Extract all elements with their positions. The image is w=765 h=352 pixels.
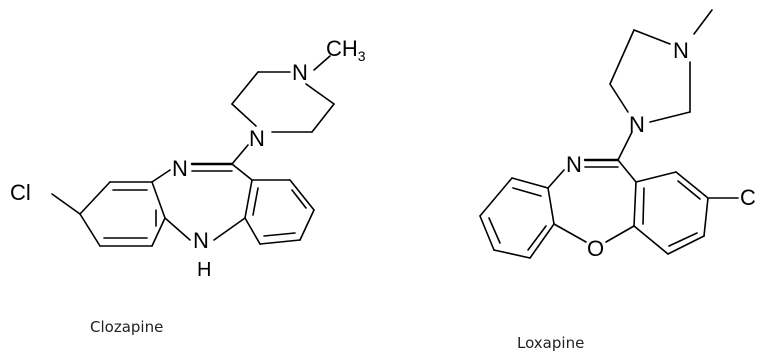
loxapine-piperazine-ring	[609, 29, 691, 123]
clozapine-diazepine-ring	[151, 162, 253, 241]
loxapine-caption: Loxapine	[517, 334, 585, 352]
clozapine-piperazine-ring	[231, 71, 335, 133]
loxapine-right-ring	[633, 171, 709, 255]
clozapine-piperazine-n1-label: N	[249, 126, 265, 151]
clozapine-piperazine-n4-label: N	[292, 60, 308, 85]
clozapine-left-ring	[79, 181, 166, 247]
clozapine-caption: Clozapine	[90, 318, 164, 336]
loxapine-piperazine-n1-label: N	[629, 112, 645, 137]
loxapine-imine-nitrogen-label: N	[566, 152, 582, 177]
loxapine-structure: N O N N C	[479, 9, 756, 261]
clozapine-structure: Cl N N H N N CH3	[10, 36, 366, 281]
loxapine-chlorine-label: C	[740, 185, 756, 210]
clozapine-hydrogen-label: H	[197, 259, 211, 281]
clozapine-amine-nitrogen-label: N	[193, 228, 209, 253]
clozapine-right-ring	[244, 179, 315, 245]
loxapine-oxygen-label: O	[587, 236, 604, 261]
clozapine-chlorine-label: Cl	[10, 180, 31, 205]
clozapine-imine-nitrogen-label: N	[172, 156, 188, 181]
clozapine-methyl-label: CH3	[326, 36, 366, 64]
loxapine-piperazine-n4-label: N	[673, 38, 689, 63]
loxapine-oxazepine-ring	[547, 158, 637, 243]
loxapine-left-ring	[479, 177, 555, 259]
